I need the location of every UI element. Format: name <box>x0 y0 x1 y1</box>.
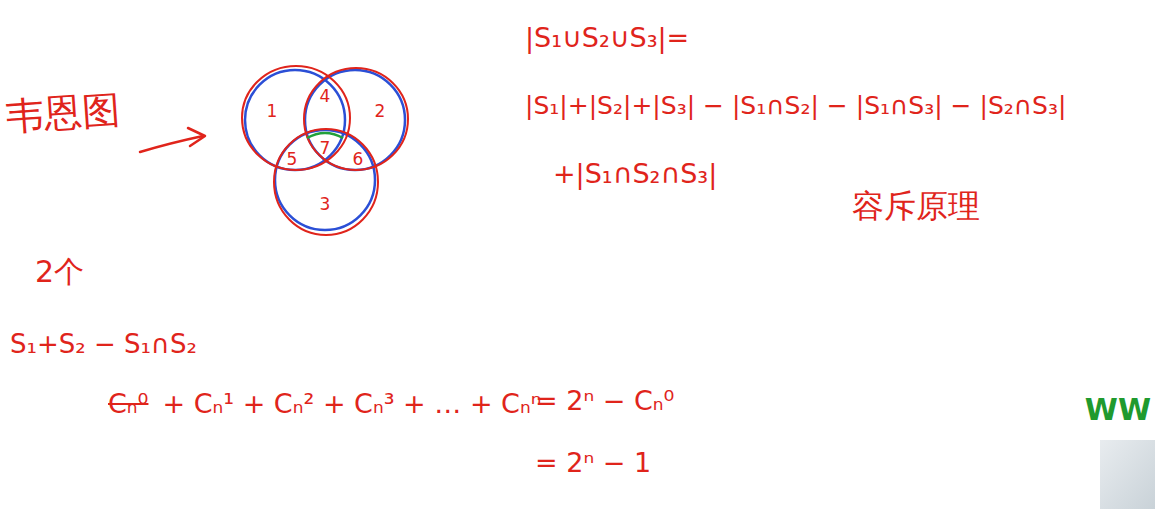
region-number: 1 <box>267 102 278 122</box>
title-text: 韦恩图 <box>5 88 122 140</box>
region-number: 5 <box>287 150 298 170</box>
formula-text: = 2ⁿ − Cₙ⁰ <box>535 385 674 416</box>
formula-text: +|S₁∩S₂∩S₃| <box>553 158 717 189</box>
formula-text: |S₁∪S₂∪S₃|= <box>525 22 689 53</box>
region-number: 6 <box>353 150 364 170</box>
note-text: 2个 <box>35 255 84 290</box>
formula-text: + Cₙ¹ + Cₙ² + Cₙ³ + … + Cₙⁿ <box>162 388 541 419</box>
watermark-text: WW <box>1085 393 1151 428</box>
note-text: 容斥原理 <box>852 188 980 225</box>
region-number: 4 <box>320 87 331 107</box>
region-number: 3 <box>320 195 331 215</box>
region-number: 2 <box>375 102 386 122</box>
formula-text: S₁+S₂ − S₁∩S₂ <box>10 330 197 360</box>
region-number: 7 <box>320 139 331 159</box>
crossed-term: Cₙ⁰ <box>108 388 148 419</box>
formula-text: |S₁|+|S₂|+|S₃| − |S₁∩S₂| − |S₁∩S₃| − |S₂… <box>525 92 1066 121</box>
formula-text: = 2ⁿ − 1 <box>535 447 651 478</box>
